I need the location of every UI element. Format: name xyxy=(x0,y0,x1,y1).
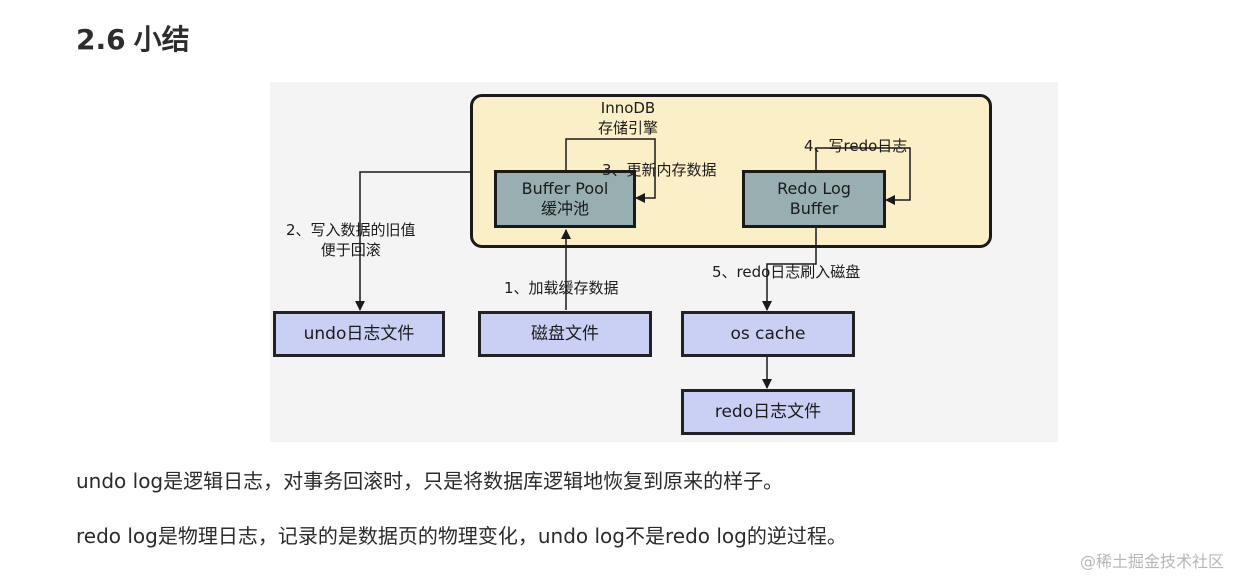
arrow-undo-write xyxy=(355,171,470,311)
step5-label: 5、redo日志刷入磁盘 xyxy=(712,263,861,281)
step2-line1: 2、写入数据的旧值 xyxy=(286,221,416,239)
redo-log-file-box: redo日志文件 xyxy=(681,389,855,435)
step1-label: 1、加载缓存数据 xyxy=(504,279,619,297)
engine-title-line2: 存储引擎 xyxy=(598,119,659,137)
innodb-log-diagram: InnoDB 存储引擎 Buffer Pool 缓冲池 Redo Log Buf… xyxy=(270,82,1058,442)
step3-label: 3、更新内存数据 xyxy=(602,161,717,179)
step4-label: 4、写redo日志 xyxy=(804,137,908,155)
os-cache-box: os cache xyxy=(681,311,855,357)
watermark: @稀土掘金技术社区 xyxy=(1079,552,1224,571)
undo-file-label: undo日志文件 xyxy=(303,324,415,344)
buffer-pool-line1: Buffer Pool xyxy=(521,179,609,198)
engine-title: InnoDB 存储引擎 xyxy=(598,98,658,138)
section-title: 小结 xyxy=(133,23,190,56)
os-cache-label: os cache xyxy=(730,324,806,344)
disk-file-box: 磁盘文件 xyxy=(478,311,652,357)
buffer-pool-line2: 缓冲池 xyxy=(540,199,589,218)
section-number: 2.6 xyxy=(76,23,126,56)
redo-file-label: redo日志文件 xyxy=(714,402,822,422)
engine-title-line1: InnoDB xyxy=(600,99,656,117)
arrow-flush-redo xyxy=(762,228,817,311)
redo-log-buffer-box: Redo Log Buffer xyxy=(742,170,886,228)
redo-buffer-line1: Redo Log xyxy=(777,179,851,198)
arrow-write-redo xyxy=(815,147,911,205)
step2-label: 2、写入数据的旧值 便于回滚 xyxy=(286,220,416,260)
buffer-pool-box: Buffer Pool 缓冲池 xyxy=(494,170,636,228)
arrow-update-memory xyxy=(565,138,656,203)
redo-buffer-line2: Buffer xyxy=(789,199,839,218)
undo-log-file-box: undo日志文件 xyxy=(273,311,445,357)
redo-log-paragraph: redo log是物理日志，记录的是数据页的物理变化，undo log不是red… xyxy=(76,524,847,548)
disk-file-label: 磁盘文件 xyxy=(531,324,599,344)
step2-line2: 便于回滚 xyxy=(320,241,381,259)
undo-log-paragraph: undo log是逻辑日志，对事务回滚时，只是将数据库逻辑地恢复到原来的样子。 xyxy=(76,469,784,493)
diagram-connectors xyxy=(355,138,911,389)
